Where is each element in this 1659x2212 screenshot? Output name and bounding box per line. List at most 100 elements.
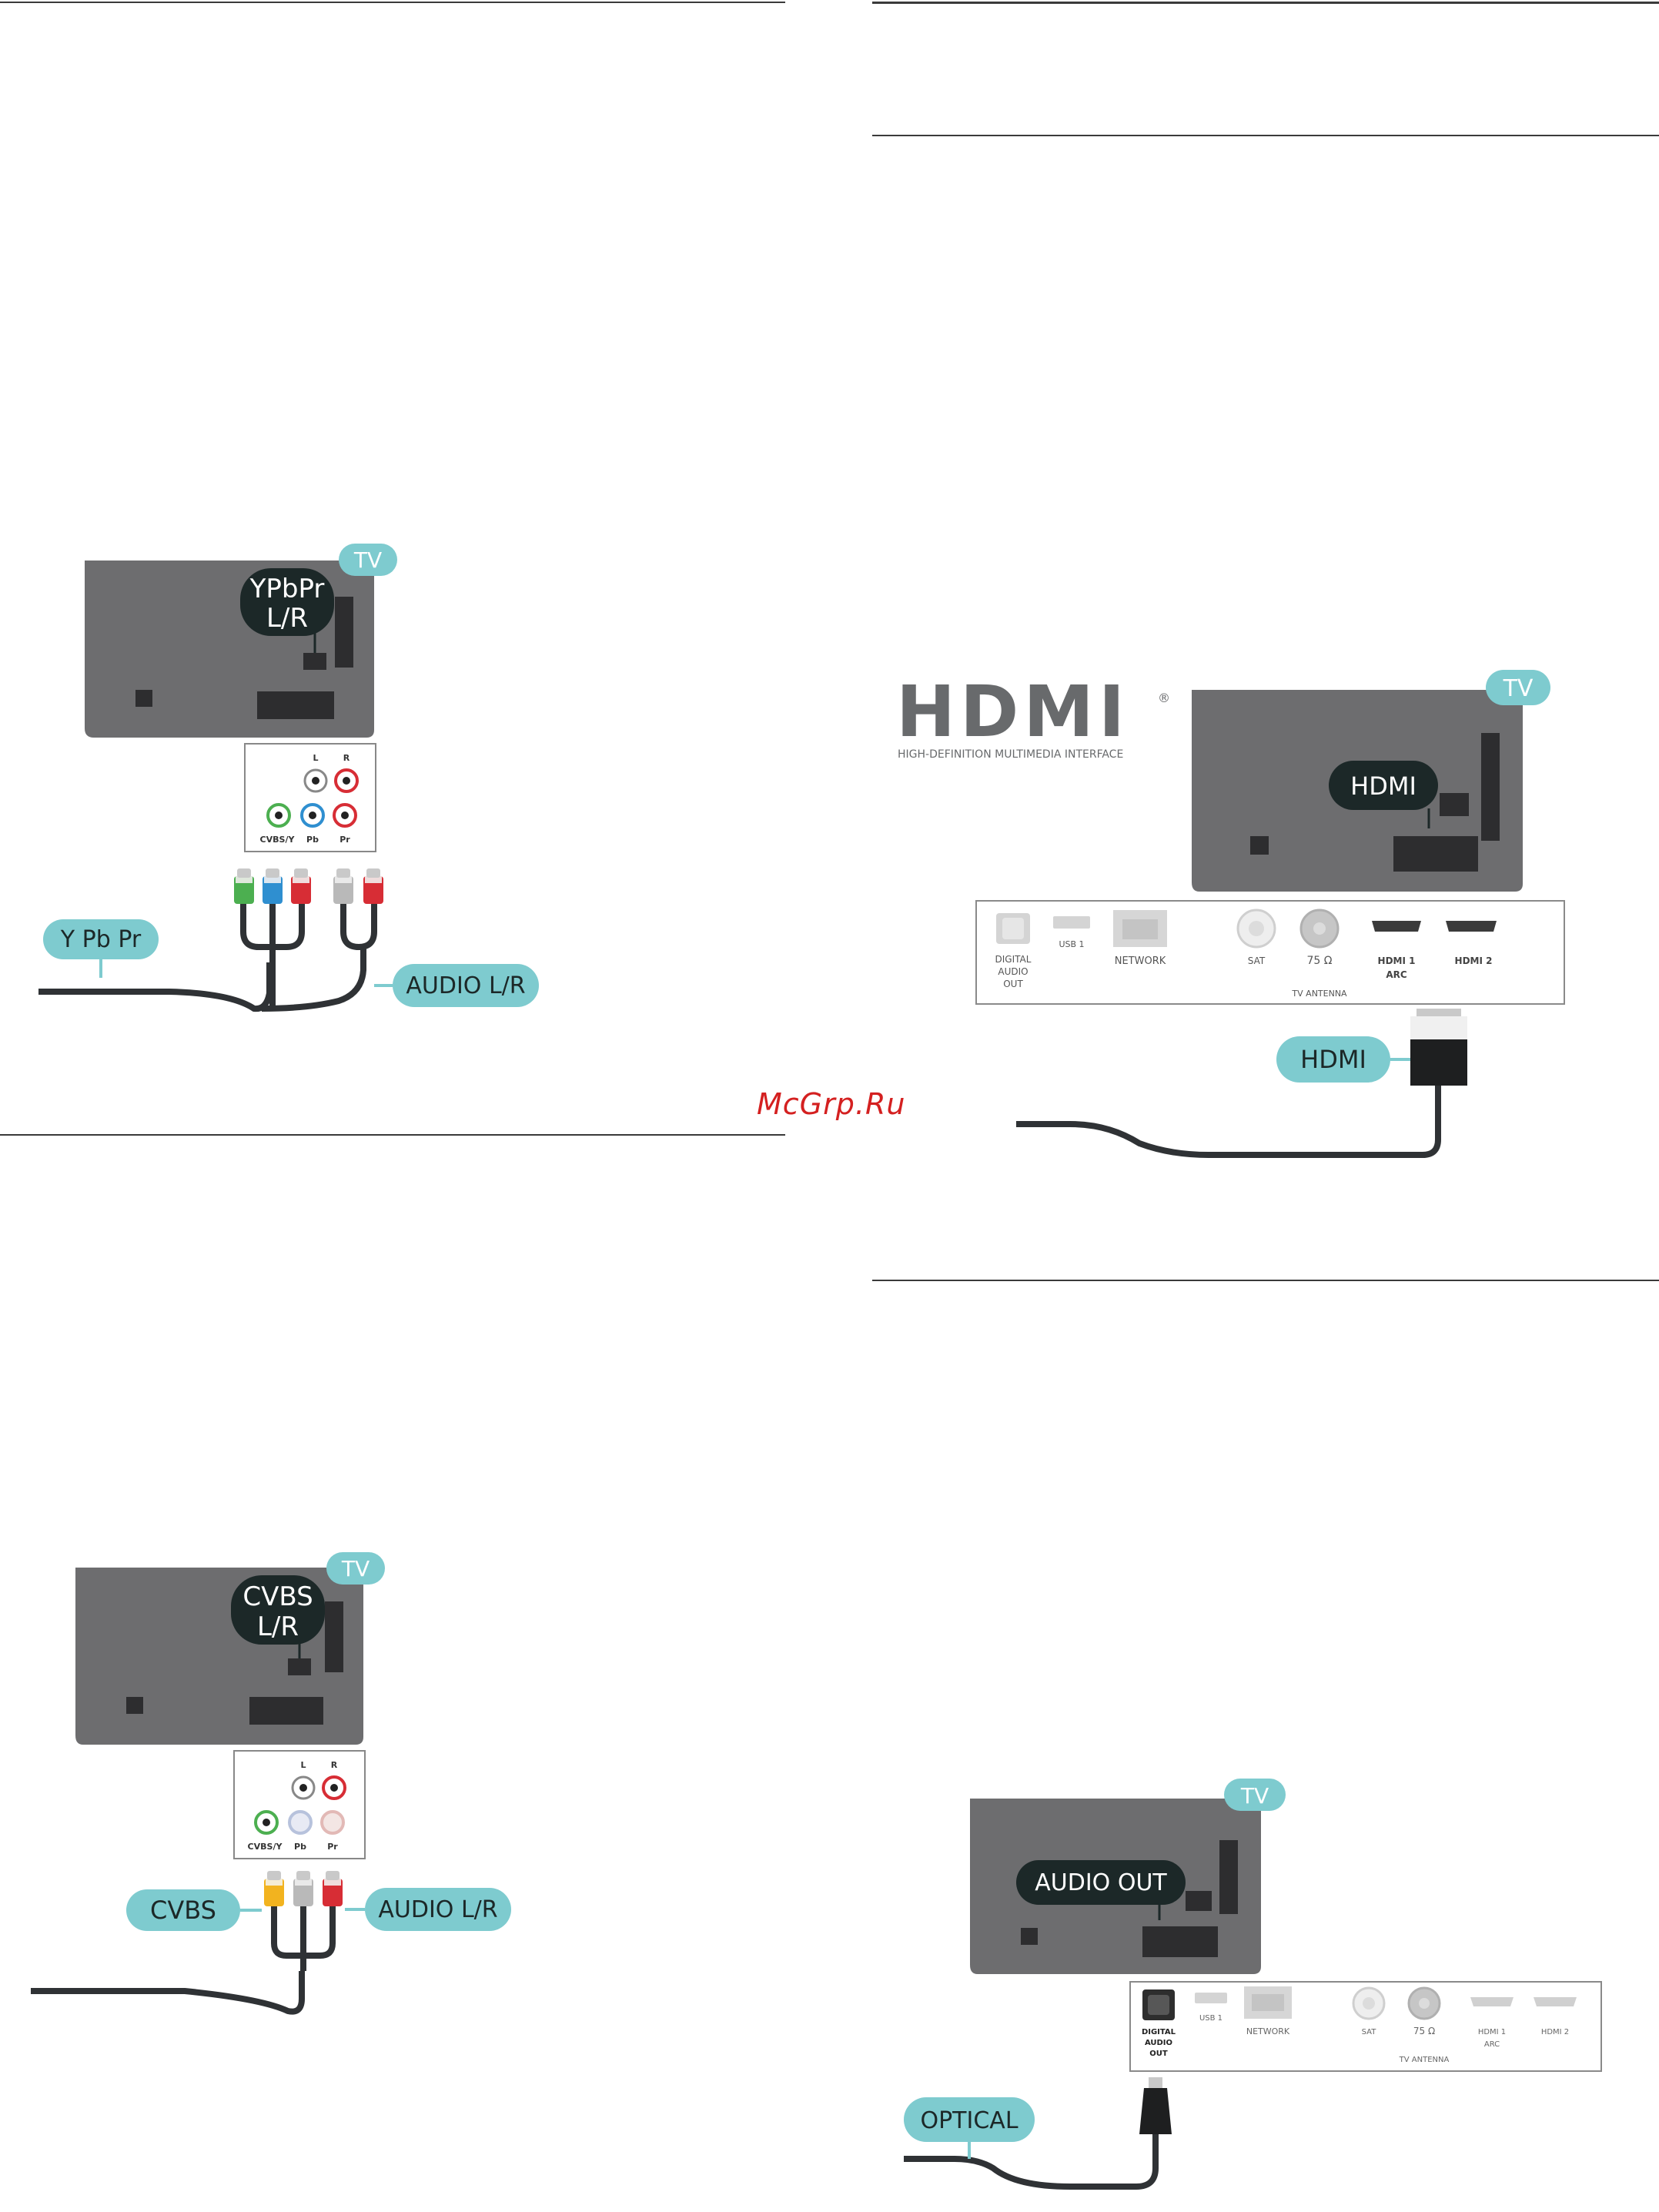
plug-grey bbox=[293, 1871, 313, 1906]
plug-red bbox=[323, 1871, 343, 1906]
svg-text:USB 1: USB 1 bbox=[1199, 2014, 1223, 2023]
tv-port-slot-wide bbox=[257, 691, 334, 719]
port-label-line2: L/R bbox=[257, 1611, 299, 1642]
optical-plug bbox=[1139, 2088, 1172, 2134]
svg-text:HDMI 1: HDMI 1 bbox=[1378, 955, 1416, 966]
plug-green bbox=[234, 868, 254, 904]
hdmi-logo-registered: ® bbox=[1158, 691, 1170, 705]
svg-text:OUT: OUT bbox=[1003, 979, 1023, 989]
jack-panel bbox=[233, 1750, 366, 1859]
cvbs-connection-diagram: TV CVBS L/R L R CVBS/Y Pb Pr CVBS AUDIO … bbox=[31, 1552, 511, 2015]
tv-badge-text: TV bbox=[1240, 1783, 1269, 1809]
hdmi-connection-diagram: HDMI ® HIGH-DEFINITION MULTIMEDIA INTERF… bbox=[896, 670, 1565, 1158]
tv-port-slot-tall bbox=[335, 597, 353, 668]
svg-text:AUDIO: AUDIO bbox=[1145, 2039, 1172, 2047]
port-label-line1: CVBS bbox=[242, 1581, 313, 1612]
port-label-bubble bbox=[1016, 1860, 1186, 1905]
right-second-rule bbox=[872, 135, 1659, 136]
ypbpr-cable-label: Y Pb Pr bbox=[60, 926, 142, 953]
cvbs-cable bbox=[31, 1971, 305, 2015]
plug-blue bbox=[263, 868, 283, 904]
plug-red-pr bbox=[291, 868, 311, 904]
svg-text:HDMI 2: HDMI 2 bbox=[1541, 2028, 1569, 2036]
jack-r-label: R bbox=[343, 753, 350, 763]
left-top-rule bbox=[0, 2, 785, 3]
plug-red-r bbox=[363, 868, 383, 904]
jack-r-label: R bbox=[331, 1760, 338, 1770]
tv-badge-text: TV bbox=[341, 1556, 370, 1581]
svg-text:HDMI 1: HDMI 1 bbox=[1478, 2028, 1506, 2036]
svg-text:OUT: OUT bbox=[1149, 2050, 1168, 2058]
port-label: AUDIO OUT bbox=[1035, 1869, 1167, 1896]
ypbpr-cable-badge bbox=[43, 919, 159, 959]
watermark-text: McGrp.Ru bbox=[757, 1087, 906, 1121]
cvbs-cable-label: CVBS bbox=[150, 1896, 216, 1925]
cvbs-cable-badge bbox=[126, 1889, 240, 1931]
optical-cable bbox=[904, 2134, 1159, 2190]
jack-l-label: L bbox=[313, 753, 318, 763]
port-label-bubble bbox=[231, 1575, 325, 1645]
jack-cvbs-label: CVBS/Y bbox=[260, 835, 296, 845]
component-cable bbox=[38, 962, 273, 1012]
hdmi-logo: HDMI bbox=[896, 671, 1129, 753]
jack-pb-label: Pb bbox=[294, 1842, 306, 1852]
right-top-rule bbox=[872, 2, 1659, 4]
port-label-bubble bbox=[1329, 761, 1438, 810]
ypbpr-connection-diagram: TV YPbPr L/R L R CVBS/Y Pb Pr Y Pb Pr AU… bbox=[38, 544, 539, 1012]
plug-grey-l bbox=[333, 868, 353, 904]
jack-pb-label: Pb bbox=[306, 835, 319, 845]
audio-cable-label: AUDIO L/R bbox=[378, 1896, 497, 1923]
tv-badge-text: TV bbox=[353, 547, 382, 573]
svg-text:HDMI 2: HDMI 2 bbox=[1455, 955, 1493, 966]
jack-cvbs-label: CVBS/Y bbox=[248, 1842, 283, 1852]
svg-text:AUDIO: AUDIO bbox=[998, 966, 1028, 977]
svg-text:75 Ω: 75 Ω bbox=[1413, 2026, 1435, 2036]
hdmi-logo-subtitle: HIGH-DEFINITION MULTIMEDIA INTERFACE bbox=[898, 748, 1123, 761]
port-label-line2: L/R bbox=[266, 603, 308, 634]
hdmi1-port bbox=[1470, 1997, 1514, 2006]
optical-cable-badge bbox=[904, 2097, 1035, 2142]
audio-cable-badge bbox=[365, 1888, 511, 1931]
hdmi-cable-label: HDMI bbox=[1300, 1045, 1366, 1074]
port-label-line1: YPbPr bbox=[249, 574, 325, 604]
audio-cable bbox=[261, 947, 366, 1012]
jack-l-label: L bbox=[300, 1760, 306, 1770]
svg-text:USB 1: USB 1 bbox=[1059, 939, 1084, 949]
svg-text:NETWORK: NETWORK bbox=[1115, 955, 1166, 967]
svg-text:75 Ω: 75 Ω bbox=[1307, 955, 1333, 967]
hdmi-cable-badge bbox=[1276, 1036, 1390, 1083]
svg-text:DIGITAL: DIGITAL bbox=[1142, 2028, 1176, 2036]
tv-badge bbox=[1224, 1779, 1286, 1811]
plug-yellow bbox=[264, 1871, 284, 1906]
hdmi2-port bbox=[1534, 1997, 1577, 2006]
right-third-rule bbox=[872, 1280, 1659, 1281]
svg-text:TV ANTENNA: TV ANTENNA bbox=[1291, 989, 1347, 999]
hdmi-cable bbox=[1016, 1086, 1441, 1158]
svg-text:ARC: ARC bbox=[1386, 969, 1407, 980]
audio-cable-badge bbox=[393, 964, 539, 1007]
jack-pr-label: Pr bbox=[327, 1842, 338, 1852]
tv-badge bbox=[339, 544, 397, 576]
jack-pr-label: Pr bbox=[339, 835, 350, 845]
jack-panel bbox=[244, 743, 376, 852]
port-label-bubble bbox=[240, 568, 334, 636]
audio-cable-label: AUDIO L/R bbox=[406, 972, 525, 999]
optical-connection-diagram: TV AUDIO OUT DIGITAL AUDIO OUT USB 1 NET… bbox=[904, 1779, 1602, 2190]
hdmi1-port bbox=[1372, 921, 1421, 932]
port-label: HDMI bbox=[1350, 771, 1417, 801]
optical-cable-label: OPTICAL bbox=[920, 2107, 1018, 2134]
tv-badge bbox=[326, 1552, 385, 1585]
svg-text:SAT: SAT bbox=[1248, 955, 1266, 966]
svg-text:NETWORK: NETWORK bbox=[1246, 2026, 1290, 2036]
svg-text:ARC: ARC bbox=[1484, 2040, 1500, 2049]
tv-badge bbox=[1486, 670, 1550, 705]
tv-badge-text: TV bbox=[1503, 675, 1534, 702]
svg-text:SAT: SAT bbox=[1362, 2028, 1377, 2036]
svg-text:TV ANTENNA: TV ANTENNA bbox=[1399, 2056, 1450, 2064]
left-middle-rule bbox=[0, 1134, 785, 1136]
tv-port-slot-small bbox=[303, 653, 326, 670]
tv-port-slot-square bbox=[135, 690, 152, 707]
usb-port bbox=[1195, 1993, 1227, 2003]
usb-port bbox=[1053, 916, 1090, 929]
hdmi2-port bbox=[1446, 921, 1497, 932]
